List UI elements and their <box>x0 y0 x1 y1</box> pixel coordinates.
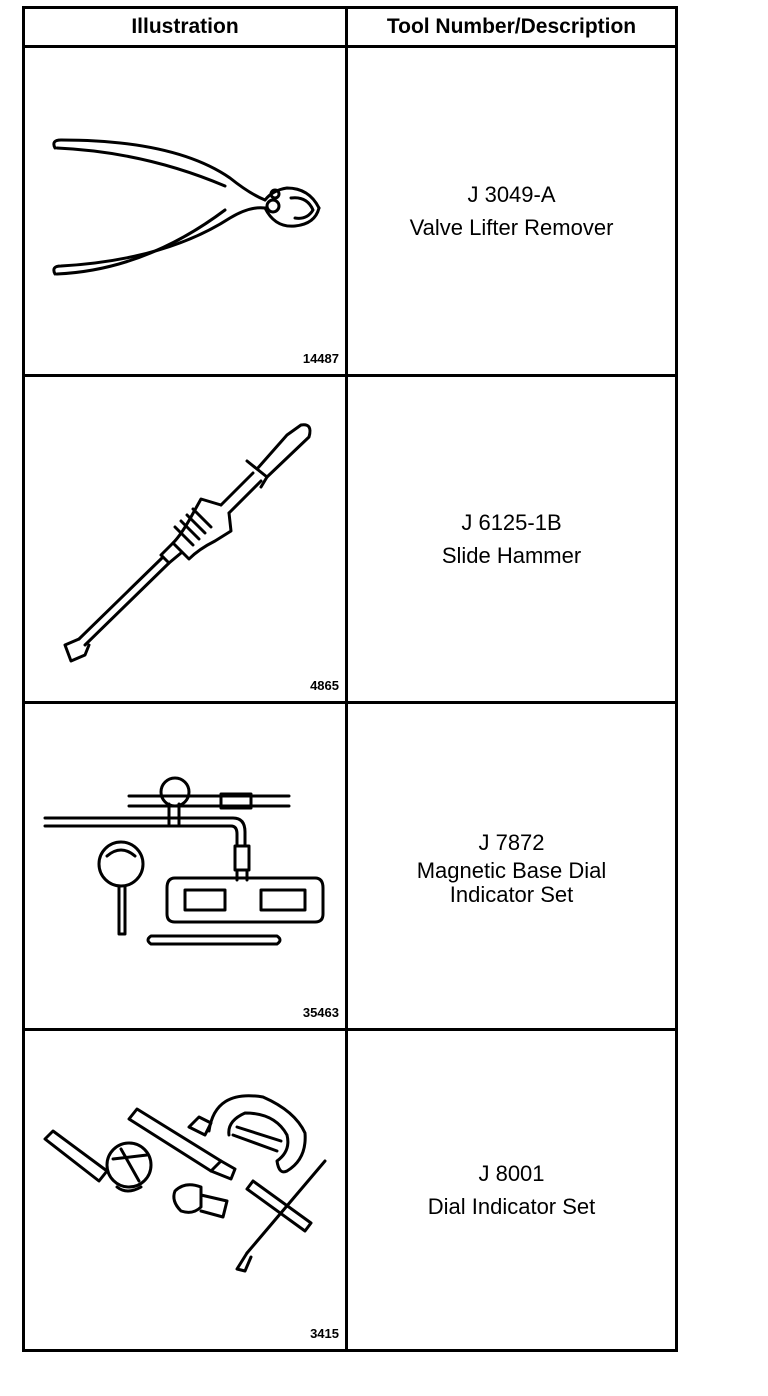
illustration-cell: 14487 <box>25 48 345 374</box>
figure-number: 3415 <box>310 1326 339 1341</box>
tool-table: Illustration Tool Number/Description 144 <box>22 6 678 1352</box>
slide-hammer-icon <box>63 423 312 663</box>
table-row: 35463 J 7872 Magnetic Base Dial Indicato… <box>25 704 675 1031</box>
table-row: 3415 J 8001 Dial Indicator Set <box>25 1031 675 1349</box>
header-tool-description: Tool Number/Description <box>386 15 637 38</box>
table-row: 4865 J 6125-1B Slide Hammer <box>25 377 675 704</box>
illustration-cell: 4865 <box>25 377 345 701</box>
magnetic-base-dial-indicator-icon <box>43 776 325 946</box>
dial-indicator-set-icon <box>43 1094 327 1273</box>
figure-number: 14487 <box>302 351 339 366</box>
tool-description-cell: J 6125-1B Slide Hammer <box>348 377 675 701</box>
tool-name: Magnetic Base Dial Indicator Set <box>416 858 607 907</box>
tool-name: Dial Indicator Set <box>427 1194 596 1219</box>
illustration-cell: 3415 <box>25 1031 345 1349</box>
column-divider <box>345 9 348 1349</box>
tool-number: J 7872 <box>478 830 545 856</box>
table-row: 14487 J 3049-A Valve Lifter Remover <box>25 48 675 377</box>
tool-description-cell: J 3049-A Valve Lifter Remover <box>348 48 675 374</box>
tool-number: J 3049-A <box>467 182 556 207</box>
tool-description-cell: J 8001 Dial Indicator Set <box>348 1031 675 1349</box>
tool-name: Valve Lifter Remover <box>409 215 614 240</box>
illustration-cell: 35463 <box>25 704 345 1028</box>
tool-number: J 6125-1B <box>461 510 562 535</box>
table-header: Illustration Tool Number/Description <box>25 9 675 48</box>
tool-number: J 8001 <box>478 1161 545 1186</box>
tool-name: Slide Hammer <box>441 543 582 568</box>
tool-description-cell: J 7872 Magnetic Base Dial Indicator Set <box>348 704 675 1028</box>
figure-number: 4865 <box>310 678 339 693</box>
valve-lifter-remover-icon <box>52 138 321 276</box>
header-illustration: Illustration <box>131 15 239 38</box>
figure-number: 35463 <box>302 1005 339 1020</box>
